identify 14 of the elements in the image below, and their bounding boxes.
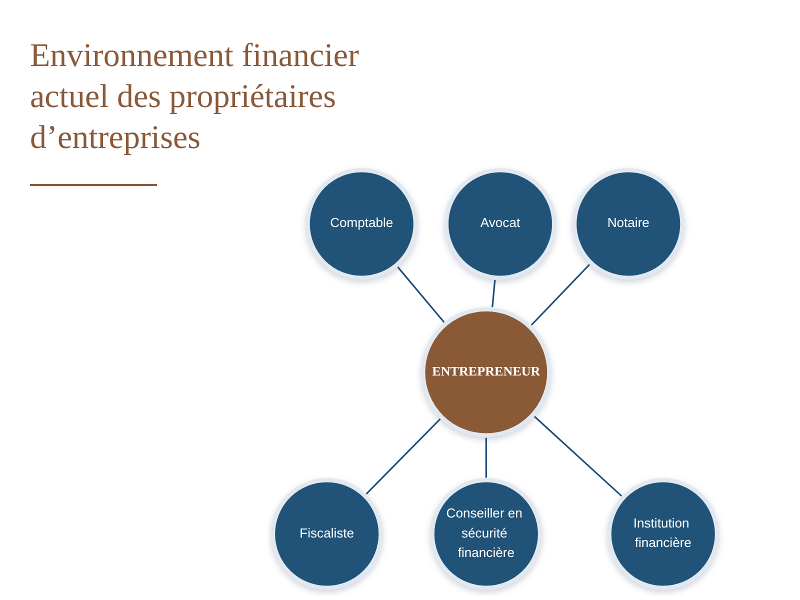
node-label: Institution financière <box>632 516 692 552</box>
connector-line <box>485 438 487 478</box>
node-label: Conseiller en sécurité financière <box>445 506 524 562</box>
node-label: Notaire <box>607 216 650 232</box>
connector-line <box>366 418 441 495</box>
node-label: Avocat <box>480 216 520 232</box>
connector-line <box>397 266 445 323</box>
connector-line <box>492 280 496 308</box>
node-label: ENTREPRENEUR <box>432 364 540 381</box>
connector-line <box>530 264 590 326</box>
node-label: Fiscaliste <box>300 526 354 543</box>
node-label: Comptable <box>330 216 394 232</box>
connector-line <box>534 416 622 497</box>
title: Environnement financier actuel des propriétaires d’entreprises <box>30 37 360 158</box>
